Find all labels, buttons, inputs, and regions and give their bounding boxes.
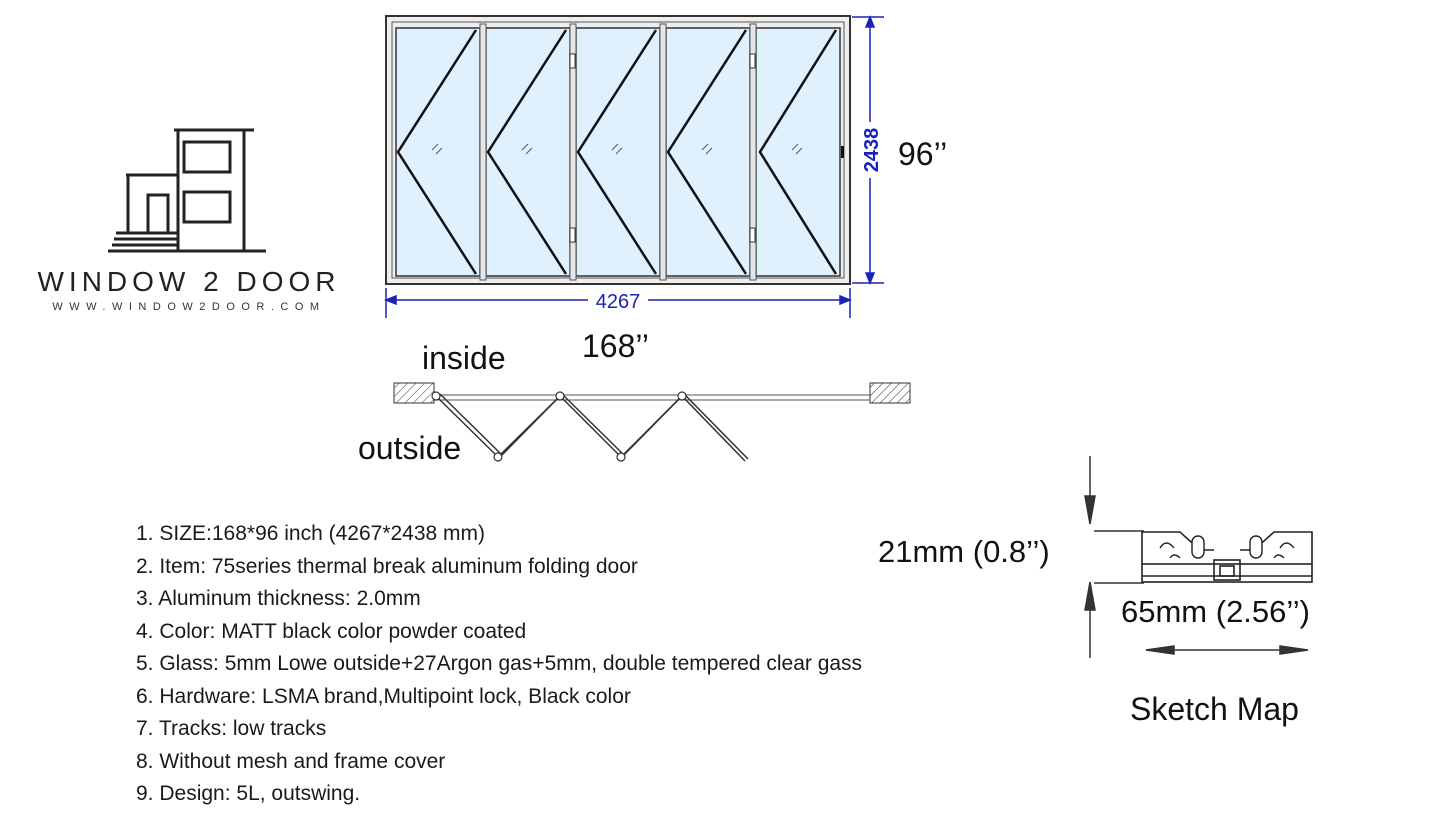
profile-width-label: 65mm (2.56’’) [1121, 594, 1310, 629]
brand-url: WWW.WINDOW2DOOR.COM [52, 301, 326, 313]
spec-item: 5. Glass: 5mm Lowe outside+27Argon gas+5… [136, 652, 863, 675]
width-inches-label: 168’’ [582, 328, 650, 364]
brand-name: WINDOW 2 DOOR [37, 266, 341, 297]
spec-item: 2. Item: 75series thermal break aluminum… [136, 554, 638, 578]
height-mm-label: 2438 [861, 128, 883, 173]
aluminum-profile [1141, 531, 1313, 583]
panel-swing-indicator [396, 29, 838, 275]
spec-item: 9. Design: 5L, outswing. [136, 782, 361, 805]
inside-label: inside [422, 340, 506, 376]
spec-list: 1. SIZE:168*96 inch (4267*2438 mm) 2. It… [136, 518, 862, 811]
spec-item: 3. Aluminum thickness: 2.0mm [136, 587, 421, 610]
outside-label: outside [358, 430, 462, 466]
folding-plan-diagram [393, 382, 911, 462]
profile-section-diagram [1084, 456, 1313, 658]
spec-item: 6. Hardware: LSMA brand,Multipoint lock,… [136, 684, 631, 708]
logo-house-icon [108, 128, 266, 253]
spec-item: 7. Tracks: low tracks [136, 717, 327, 740]
pivot-point [431, 391, 687, 462]
spec-item: 4. Color: MATT black color powder coated [136, 619, 527, 643]
right-wall [869, 382, 911, 404]
sketch-map-title: Sketch Map [1130, 691, 1299, 727]
door-handle [841, 146, 844, 158]
width-mm-label: 4267 [596, 291, 641, 313]
door-elevation-drawing: 2438 4267 [383, 14, 884, 318]
spec-item: 1. SIZE:168*96 inch (4267*2438 mm) [136, 522, 486, 545]
hinge-icon [569, 53, 756, 243]
profile-thickness-label: 21mm (0.8’’) [878, 534, 1050, 569]
height-inches-label: 96’’ [898, 136, 948, 172]
left-wall [393, 382, 435, 404]
spec-item: 8. Without mesh and frame cover [136, 749, 446, 773]
folding-panel [435, 392, 749, 462]
